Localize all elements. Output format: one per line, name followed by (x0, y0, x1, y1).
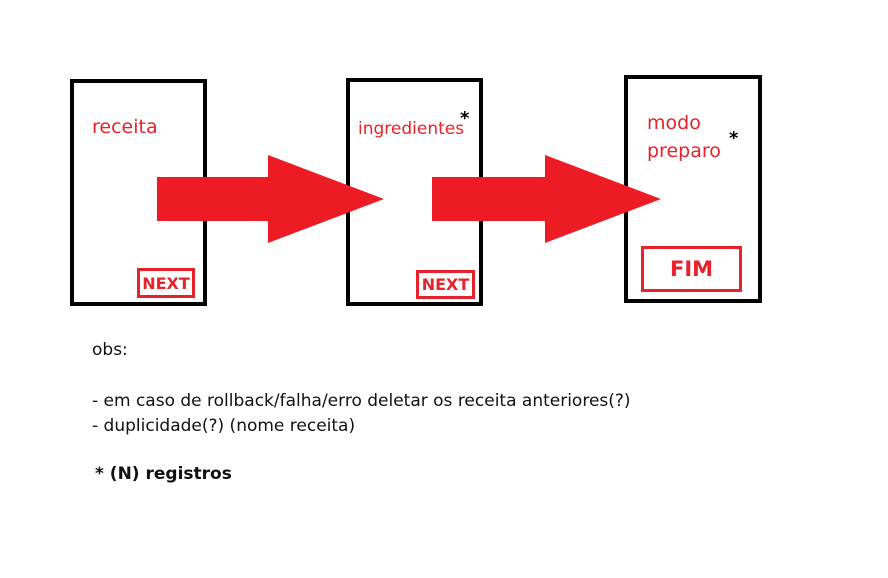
next-button-receita[interactable]: NEXT (137, 268, 195, 298)
footnote-registros: * (N) registros (95, 464, 232, 484)
fim-button[interactable]: FIM (641, 246, 742, 292)
asterisk-modo-preparo: * (729, 128, 739, 149)
arrow-2 (432, 155, 661, 243)
notes-heading: obs: (92, 340, 128, 360)
step-label-ingredientes: ingredientes (358, 119, 465, 139)
next-button-ingredientes[interactable]: NEXT (416, 270, 475, 299)
arrow-1 (157, 155, 384, 243)
step-label-receita: receita (92, 116, 158, 138)
note-line-rollback: - em caso de rollback/falha/erro deletar… (92, 391, 631, 411)
note-line-duplicidade: - duplicidade(?) (nome receita) (92, 416, 356, 436)
step-label-preparo: preparo (647, 140, 721, 162)
asterisk-ingredientes: * (460, 108, 470, 129)
step-label-modo: modo (647, 112, 701, 134)
